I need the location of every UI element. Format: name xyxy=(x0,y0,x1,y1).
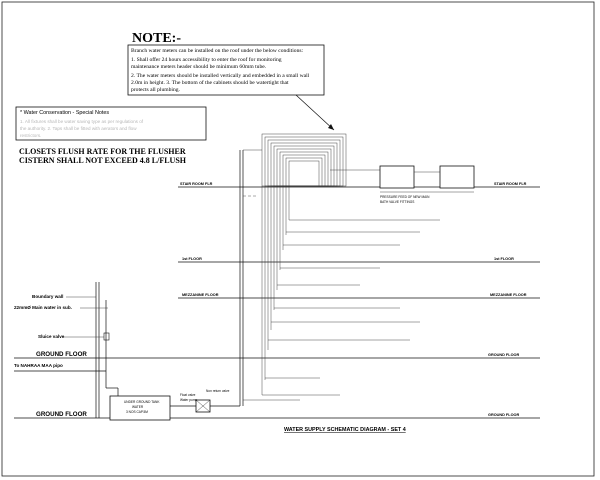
note-line-5: protects all plumbing. xyxy=(131,87,181,93)
note-box xyxy=(127,44,325,96)
ground-floor-right-upper: GROUND FLOOR xyxy=(488,353,519,357)
roof-tank-left xyxy=(379,165,415,189)
float-valve-label: Float valve xyxy=(180,393,196,397)
ground-floor-right-lower: GROUND FLOOR xyxy=(488,413,519,417)
meter-bank xyxy=(243,133,347,187)
note-line-2: maintenance meters header should be mini… xyxy=(131,64,267,70)
roof-feed-label: PRESSURE FEED OF NEW MAIN xyxy=(380,195,430,199)
note-line-3: 2. The water meters should be installed … xyxy=(131,73,310,79)
meter-loop-3 xyxy=(267,139,341,187)
meter-loop-7 xyxy=(279,151,329,187)
diagram-title: WATER SUPPLY SCHEMATIC DIAGRAM - SET 4 xyxy=(284,427,406,433)
first-floor-left: 1st FLOOR xyxy=(182,257,202,261)
meter-loop-8 xyxy=(282,154,326,187)
ground-floor-left-lower: GROUND FLOOR xyxy=(36,411,87,418)
nahraa-pipe-label: To NAHRAA MAA pipo xyxy=(14,363,63,368)
pump-label: Water pump xyxy=(180,398,197,402)
flush-note-line-2: CISTERN SHALL NOT EXCEED 4.8 L/FLUSH xyxy=(19,156,187,165)
tank-label-3: 3 NOS CAP.5M xyxy=(126,410,148,414)
note-line-4: 2.0m in height. 3. The bottom of the cab… xyxy=(131,79,289,86)
note-leader xyxy=(295,94,335,131)
conservation-line-1: the authority. 2. Taps shall be fitted w… xyxy=(20,126,137,131)
meter-loop-1 xyxy=(261,133,347,187)
stair-room-floor-right: STAIR ROOM FLR xyxy=(494,182,527,186)
pump-cross-2 xyxy=(195,399,211,413)
flush-note-line-1: CLOSETS FLUSH RATE FOR THE FLUSHER xyxy=(19,147,186,156)
meter-loop-10 xyxy=(288,160,320,187)
conservation-line-2: restrictors. xyxy=(20,133,41,138)
sluice-valve-label: Sluice valve xyxy=(38,334,65,339)
branches xyxy=(243,219,440,401)
roof-tank-right xyxy=(439,165,475,189)
sluice-valve xyxy=(103,332,110,341)
conservation-box xyxy=(15,106,207,141)
meter-loop-4 xyxy=(270,142,338,187)
note-line-1: 1. Shall offer 24 hours accessibility to… xyxy=(131,56,282,63)
first-floor-right: 1st FLOOR xyxy=(494,257,514,261)
stair-room-floor-left: STAIR ROOM FLR xyxy=(180,182,213,186)
meter-loop-2 xyxy=(264,136,344,187)
note-title: NOTE:- xyxy=(132,31,181,46)
underground-tank xyxy=(109,395,171,421)
mezzanine-floor-right: MEZZANINE FLOOR xyxy=(490,293,527,297)
riser-note: BATH VALVE FITTINGS xyxy=(380,200,414,204)
non-return-label: Non return valve xyxy=(206,389,230,393)
conservation-title: * Water Conservation - Special Notes xyxy=(20,110,109,116)
mezzanine-floor-left: MEZZANINE FLOOR xyxy=(182,293,219,297)
meter-loop-6 xyxy=(276,148,332,187)
note-leader-arrow xyxy=(328,124,334,130)
main-water-label: 22mmØ Main water in sub. xyxy=(14,305,72,310)
tank-label-2: WATER xyxy=(132,405,144,409)
conservation-line-0: 1. All fixtures shall be water saving ty… xyxy=(20,119,144,124)
ground-floor-left-upper: GROUND FLOOR xyxy=(36,351,87,358)
tank-label-1: UNDER GROUND TANK xyxy=(124,400,160,404)
meter-loop-9 xyxy=(285,157,323,187)
boundary-wall-label: Boundary wall xyxy=(32,294,63,299)
note-line-0: Branch water meters can be installed on … xyxy=(131,47,304,54)
